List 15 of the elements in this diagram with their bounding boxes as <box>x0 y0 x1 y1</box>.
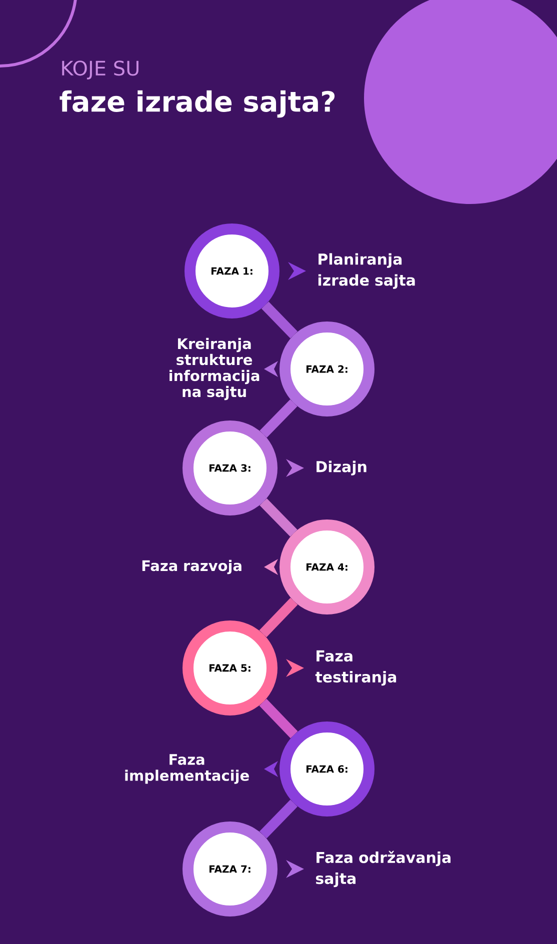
phase-description: Faza implementacije <box>125 754 249 784</box>
phase-description: Planiranja izrade sajta <box>318 253 415 289</box>
connector-line <box>259 800 298 838</box>
subtitle: KOJE SU <box>62 60 138 80</box>
phase-description: Faza razvoja <box>142 560 242 574</box>
phase-description: Faza održavanja sajta <box>316 850 450 888</box>
connector-line <box>259 598 298 638</box>
connector-line <box>260 399 298 438</box>
connector-line <box>261 302 298 338</box>
connector-line <box>259 698 298 738</box>
phase-description: Faza testiranja <box>315 650 396 686</box>
phase-description: Kreiranja strukture informacija na sajtu <box>170 338 260 400</box>
title: faze izrade sajta? <box>60 90 335 118</box>
connector-line <box>260 498 298 537</box>
phase-description: Dizajn <box>316 460 366 476</box>
